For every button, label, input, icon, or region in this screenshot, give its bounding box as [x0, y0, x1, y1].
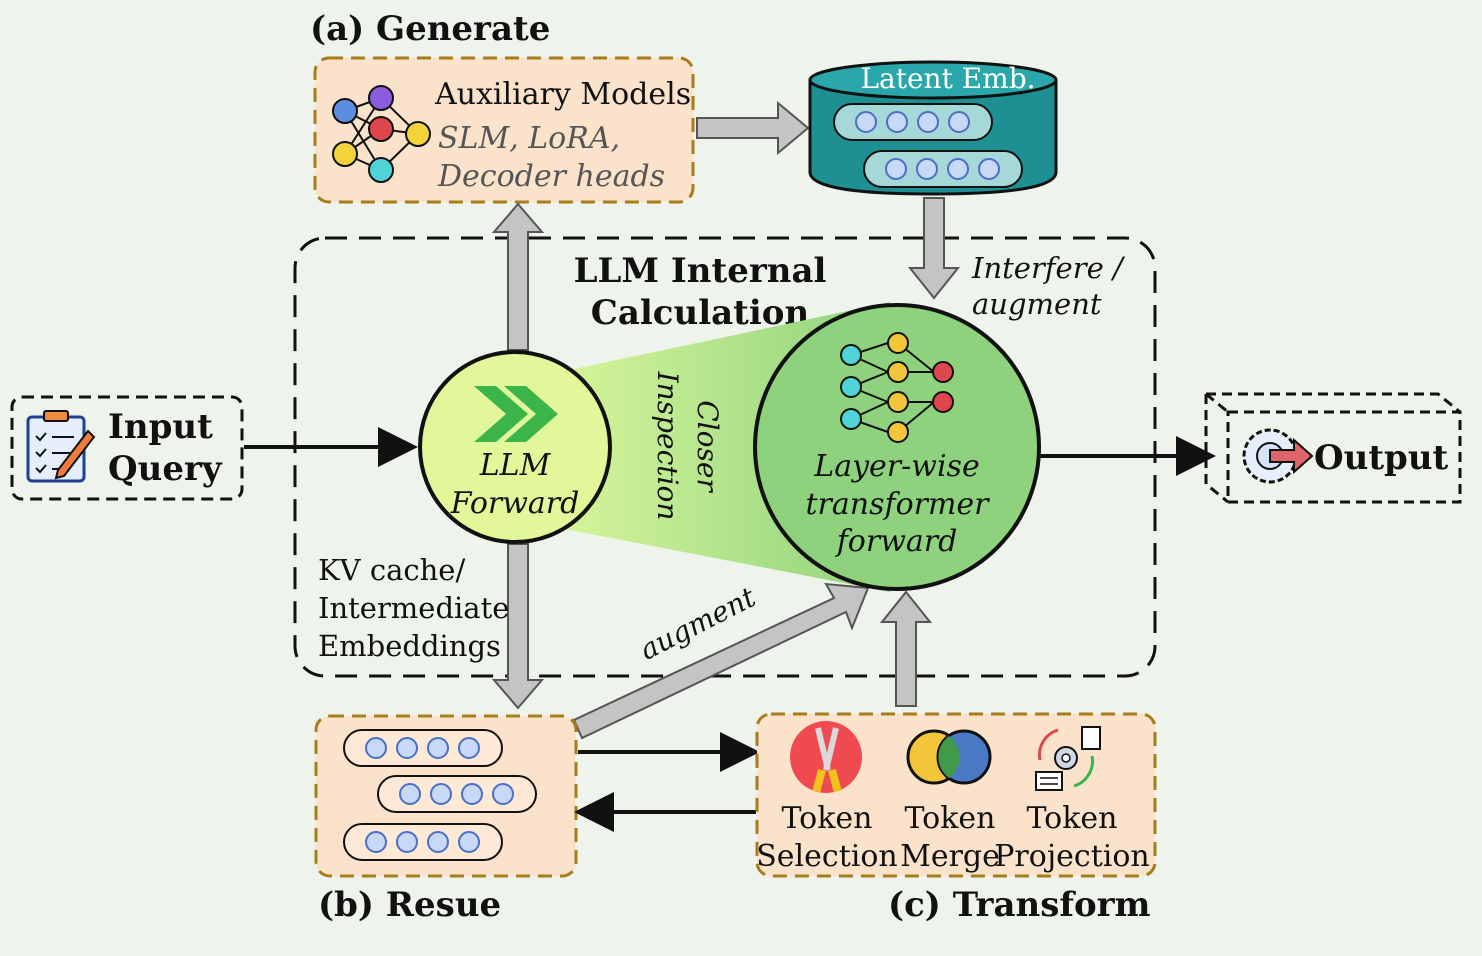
closer-inspection-line1: Closer [691, 400, 724, 493]
reuse-vector-row-2 [377, 775, 537, 813]
input-line2: Query [108, 449, 223, 489]
projection-gear-icon [1035, 726, 1101, 791]
arrow-transform-to-layerwise [879, 590, 933, 707]
layer-network-icon [840, 332, 954, 443]
interfere-line2: augment [972, 287, 1102, 321]
gear-export-icon [1242, 428, 1314, 484]
token-merge-line2: Merge [900, 839, 1000, 874]
section-generate-label: (a) Generate [310, 9, 550, 49]
layerwise-line1: Layer-wise [813, 449, 979, 484]
token-selection-line1: Token [782, 801, 873, 836]
clipboard-checklist-icon [26, 410, 96, 483]
fast-forward-chevron-icon [474, 386, 558, 442]
closer-inspection-line2: Inspection [651, 371, 684, 521]
kv-line1: KV cache/ [318, 553, 465, 587]
reuse-vector-row-3 [343, 823, 503, 861]
reuse-vector-row-1 [343, 729, 503, 767]
token-merge-line1: Token [905, 801, 996, 836]
llm-forward-circle [418, 350, 612, 544]
section-reuse-label: (b) Resue [318, 885, 501, 925]
scissors-icon [790, 721, 862, 793]
arrow-forward-to-reuse [491, 543, 545, 710]
internal-title-line1: LLM Internal [574, 251, 827, 291]
internal-title-line2: Calculation [591, 293, 809, 333]
auxiliary-line2: Decoder heads [437, 159, 665, 194]
latent-label: Latent Emb. [860, 62, 1035, 95]
arrow-reuse-to-layerwise [572, 582, 870, 740]
llm-forward-line1: LLM [479, 448, 552, 483]
kv-line3: Embeddings [318, 629, 501, 663]
kv-line2: Intermediate [318, 591, 509, 625]
latent-vector-row-2 [863, 150, 1023, 188]
auxiliary-title: Auxiliary Models [434, 77, 691, 112]
arrow-forward-to-aux [491, 202, 545, 351]
layerwise-line2: transformer [805, 487, 990, 522]
arrow-aux-to-latent [696, 100, 810, 156]
layerwise-transformer-circle [753, 303, 1041, 591]
output-box [1204, 392, 1462, 504]
token-projection-line1: Token [1027, 801, 1118, 836]
input-query-box [10, 395, 244, 501]
llm-forward-line2: Forward [450, 486, 580, 521]
token-selection-line2: Selection [756, 839, 898, 874]
input-line1: Input [108, 407, 213, 447]
neural-network-icon [332, 85, 431, 183]
interfere-line1: Interfere / [971, 251, 1126, 285]
layerwise-line3: forward [835, 524, 958, 559]
venn-merge-icon [906, 729, 992, 785]
section-transform-label: (c) Transform [888, 885, 1151, 925]
output-label: Output [1314, 438, 1449, 478]
arrow-latent-to-layerwise [907, 197, 961, 300]
latent-vector-row-1 [833, 103, 993, 141]
auxiliary-line1: SLM, LoRA, [438, 121, 620, 156]
token-projection-line2: Projection [994, 839, 1149, 874]
auxiliary-models-box [313, 56, 695, 204]
